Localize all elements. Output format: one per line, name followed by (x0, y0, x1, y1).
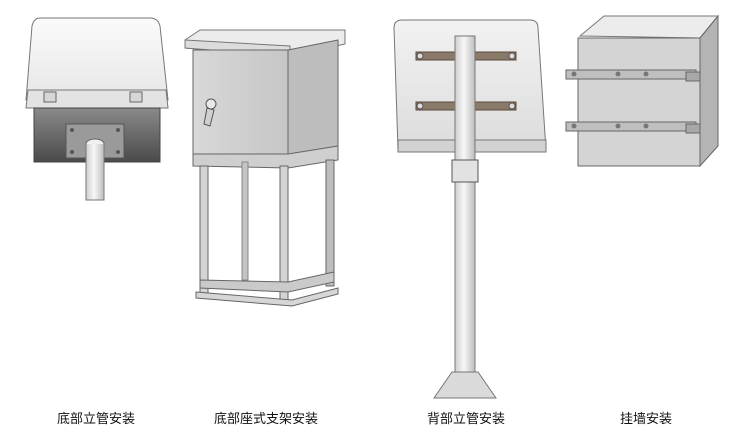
caption-bottom-stand: 底部座式支架安装 (213, 412, 318, 427)
back-pipe-enclosure-illustration (393, 19, 547, 399)
bottom-pipe-enclosure-illustration (25, 17, 169, 201)
wall-mount-enclosure-illustration (565, 14, 720, 168)
caption-back-pipe: 背部立管安装 (426, 412, 505, 427)
caption-wall-mount: 挂墙安装 (619, 412, 672, 427)
stand-cabinet-illustration (184, 29, 346, 307)
caption-bottom-pipe: 底部立管安装 (56, 412, 135, 427)
